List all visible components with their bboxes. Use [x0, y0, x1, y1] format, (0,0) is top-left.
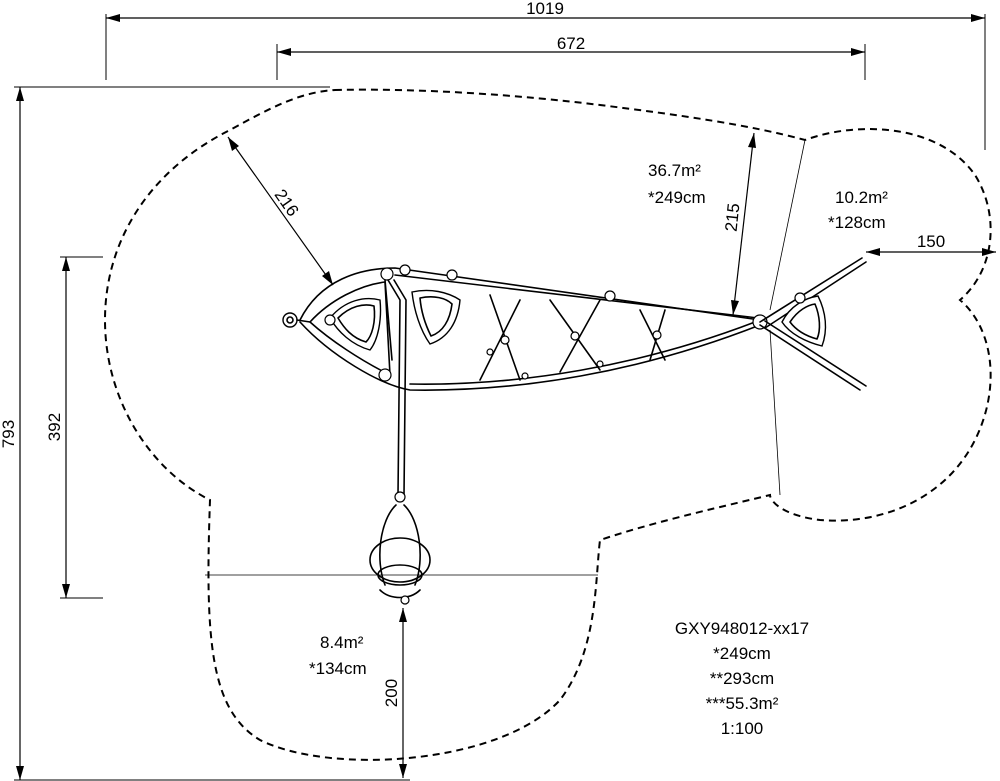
safety-zone-outline	[103, 88, 992, 761]
main-fall-height-label: *249cm	[648, 188, 706, 207]
dim-total-width: 1019	[526, 0, 564, 18]
swing-fall-height-label: *134cm	[309, 659, 367, 678]
dim-total-height: 793	[0, 420, 18, 448]
zone-divider-tail	[769, 139, 806, 311]
dim-diag-head: 216	[271, 186, 303, 220]
tail-fall-height-label: *128cm	[828, 213, 886, 232]
product-code: GXY948012-xx17	[675, 619, 809, 638]
dim-mid-vertical: 215	[722, 202, 744, 232]
dim-inner-width: 672	[557, 34, 585, 53]
product-fall-height: *249cm	[713, 644, 771, 663]
tail-area-label: 10.2m²	[835, 188, 888, 207]
zone-divider-tail-lower	[769, 329, 781, 496]
dim-line-diag-head	[227, 136, 334, 286]
dim-swing-vertical: 200	[382, 679, 401, 707]
product-scale: 1:100	[721, 719, 764, 738]
dim-line-mid-vertical	[732, 132, 755, 316]
fish-climbing-frame	[282, 257, 867, 605]
dim-left-height: 392	[45, 413, 64, 441]
dim-tail-width: 150	[917, 232, 945, 251]
product-total-area: ***55.3m²	[706, 694, 779, 713]
swing-area-label: 8.4m²	[320, 633, 364, 652]
main-area-label: 36.7m²	[648, 161, 701, 180]
product-free-height: **293cm	[710, 669, 774, 688]
